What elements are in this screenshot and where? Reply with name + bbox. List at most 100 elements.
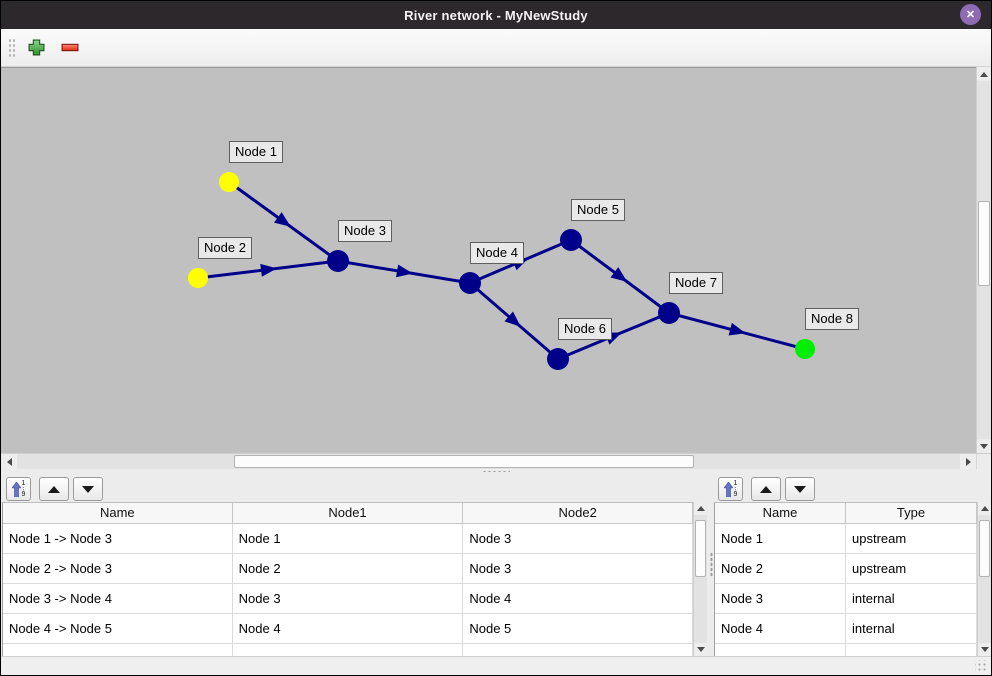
remove-button[interactable] (57, 35, 83, 61)
column-header[interactable]: Name (715, 503, 847, 523)
nodes-scroll-thumb[interactable] (979, 520, 990, 577)
table-cell[interactable]: Node 2 (715, 554, 847, 583)
table-cell[interactable]: Node 1 (233, 524, 464, 553)
table-cell[interactable]: upstream (846, 554, 978, 583)
column-header[interactable]: Name (3, 503, 233, 523)
table-cell[interactable]: Node 3 (233, 584, 464, 613)
river-node[interactable] (459, 272, 481, 294)
canvas-vertical-scrollbar[interactable] (976, 67, 991, 453)
close-icon: ✕ (965, 8, 976, 21)
scroll-down-button[interactable] (977, 439, 991, 453)
table-row-partial[interactable] (3, 644, 693, 656)
table-cell[interactable]: Node 2 (233, 554, 464, 583)
edge-arrow-icon (396, 264, 413, 278)
edges-scroll-down-button[interactable] (694, 643, 707, 656)
table-cell[interactable]: Node 1 -> Node 3 (3, 524, 233, 553)
table-cell[interactable]: Node 1 (715, 524, 847, 553)
titlebar[interactable]: River network - MyNewStudy ✕ (1, 1, 991, 29)
canvas-hscroll-thumb[interactable] (234, 455, 694, 468)
right-arrow-icon (965, 457, 971, 466)
column-header[interactable]: Node1 (233, 503, 464, 523)
close-button[interactable]: ✕ (960, 4, 981, 25)
canvas-vscroll-track[interactable] (977, 81, 991, 439)
table-cell[interactable]: Node 3 (463, 554, 693, 583)
edges-scroll-track[interactable] (694, 515, 707, 643)
table-cell[interactable] (3, 644, 233, 656)
vertical-splitter[interactable] (709, 474, 713, 656)
move-node-up-button[interactable] (751, 477, 781, 501)
edges-scroll-up-button[interactable] (694, 502, 707, 515)
toolbar-grip[interactable] (7, 36, 15, 59)
river-node[interactable] (327, 250, 349, 272)
horizontal-splitter[interactable] (1, 469, 991, 474)
scroll-left-button[interactable] (1, 454, 17, 469)
column-header[interactable]: Type (846, 503, 978, 523)
table-cell[interactable]: internal (846, 584, 978, 613)
table-cell[interactable] (846, 644, 978, 656)
table-cell[interactable]: Node 2 -> Node 3 (3, 554, 233, 583)
river-node[interactable] (219, 172, 239, 192)
river-node[interactable] (560, 229, 582, 251)
node-label: Node 3 (338, 220, 392, 242)
nodes-table-scrollbar[interactable] (977, 502, 991, 656)
edges-table-scrollbar[interactable] (693, 502, 707, 656)
down-arrow-icon (980, 443, 988, 449)
scroll-up-button[interactable] (977, 67, 991, 81)
table-cell[interactable]: Node 4 (463, 584, 693, 613)
edge-arrow-icon (728, 322, 746, 336)
scroll-right-button[interactable] (960, 454, 976, 469)
move-node-down-button[interactable] (785, 477, 815, 501)
nodes-scroll-up-button[interactable] (978, 502, 991, 515)
nodes-scroll-down-button[interactable] (978, 643, 991, 656)
table-cell[interactable]: Node 3 -> Node 4 (3, 584, 233, 613)
move-edge-up-button[interactable] (39, 477, 69, 501)
plus-icon (28, 39, 44, 56)
up-arrow-icon (696, 506, 705, 511)
table-cell[interactable]: Node 4 -> Node 5 (3, 614, 233, 643)
river-node[interactable] (188, 268, 208, 288)
table-cell[interactable]: Node 5 (463, 614, 693, 643)
canvas-hscroll-track[interactable] (17, 454, 960, 469)
table-cell[interactable]: Node 4 (233, 614, 464, 643)
table-cell[interactable] (715, 644, 847, 656)
river-node[interactable] (795, 339, 815, 359)
column-header[interactable]: Node2 (463, 503, 693, 523)
table-cell[interactable]: Node 3 (715, 584, 847, 613)
edges-scroll-thumb[interactable] (695, 520, 706, 577)
table-cell[interactable]: internal (846, 614, 978, 643)
table-cell[interactable]: upstream (846, 524, 978, 553)
table-cell[interactable]: Node 3 (463, 524, 693, 553)
table-row-partial[interactable] (715, 644, 978, 656)
table-cell[interactable]: Node 4 (715, 614, 847, 643)
table-cell[interactable] (233, 644, 464, 656)
node-label: Node 1 (229, 141, 283, 163)
move-edge-down-button[interactable] (73, 477, 103, 501)
canvas-vscroll-thumb[interactable] (978, 201, 990, 286)
nodes-scroll-track[interactable] (978, 515, 991, 643)
main-toolbar (1, 29, 991, 67)
down-arrow-icon (980, 647, 989, 652)
river-node[interactable] (547, 348, 569, 370)
table-cell[interactable] (463, 644, 693, 656)
node-label: Node 5 (571, 199, 625, 221)
node-label: Node 6 (558, 318, 612, 340)
river-node[interactable] (658, 302, 680, 324)
canvas-horizontal-scrollbar[interactable] (1, 454, 976, 469)
add-button[interactable] (23, 35, 49, 61)
resize-grip-icon[interactable] (975, 660, 988, 673)
